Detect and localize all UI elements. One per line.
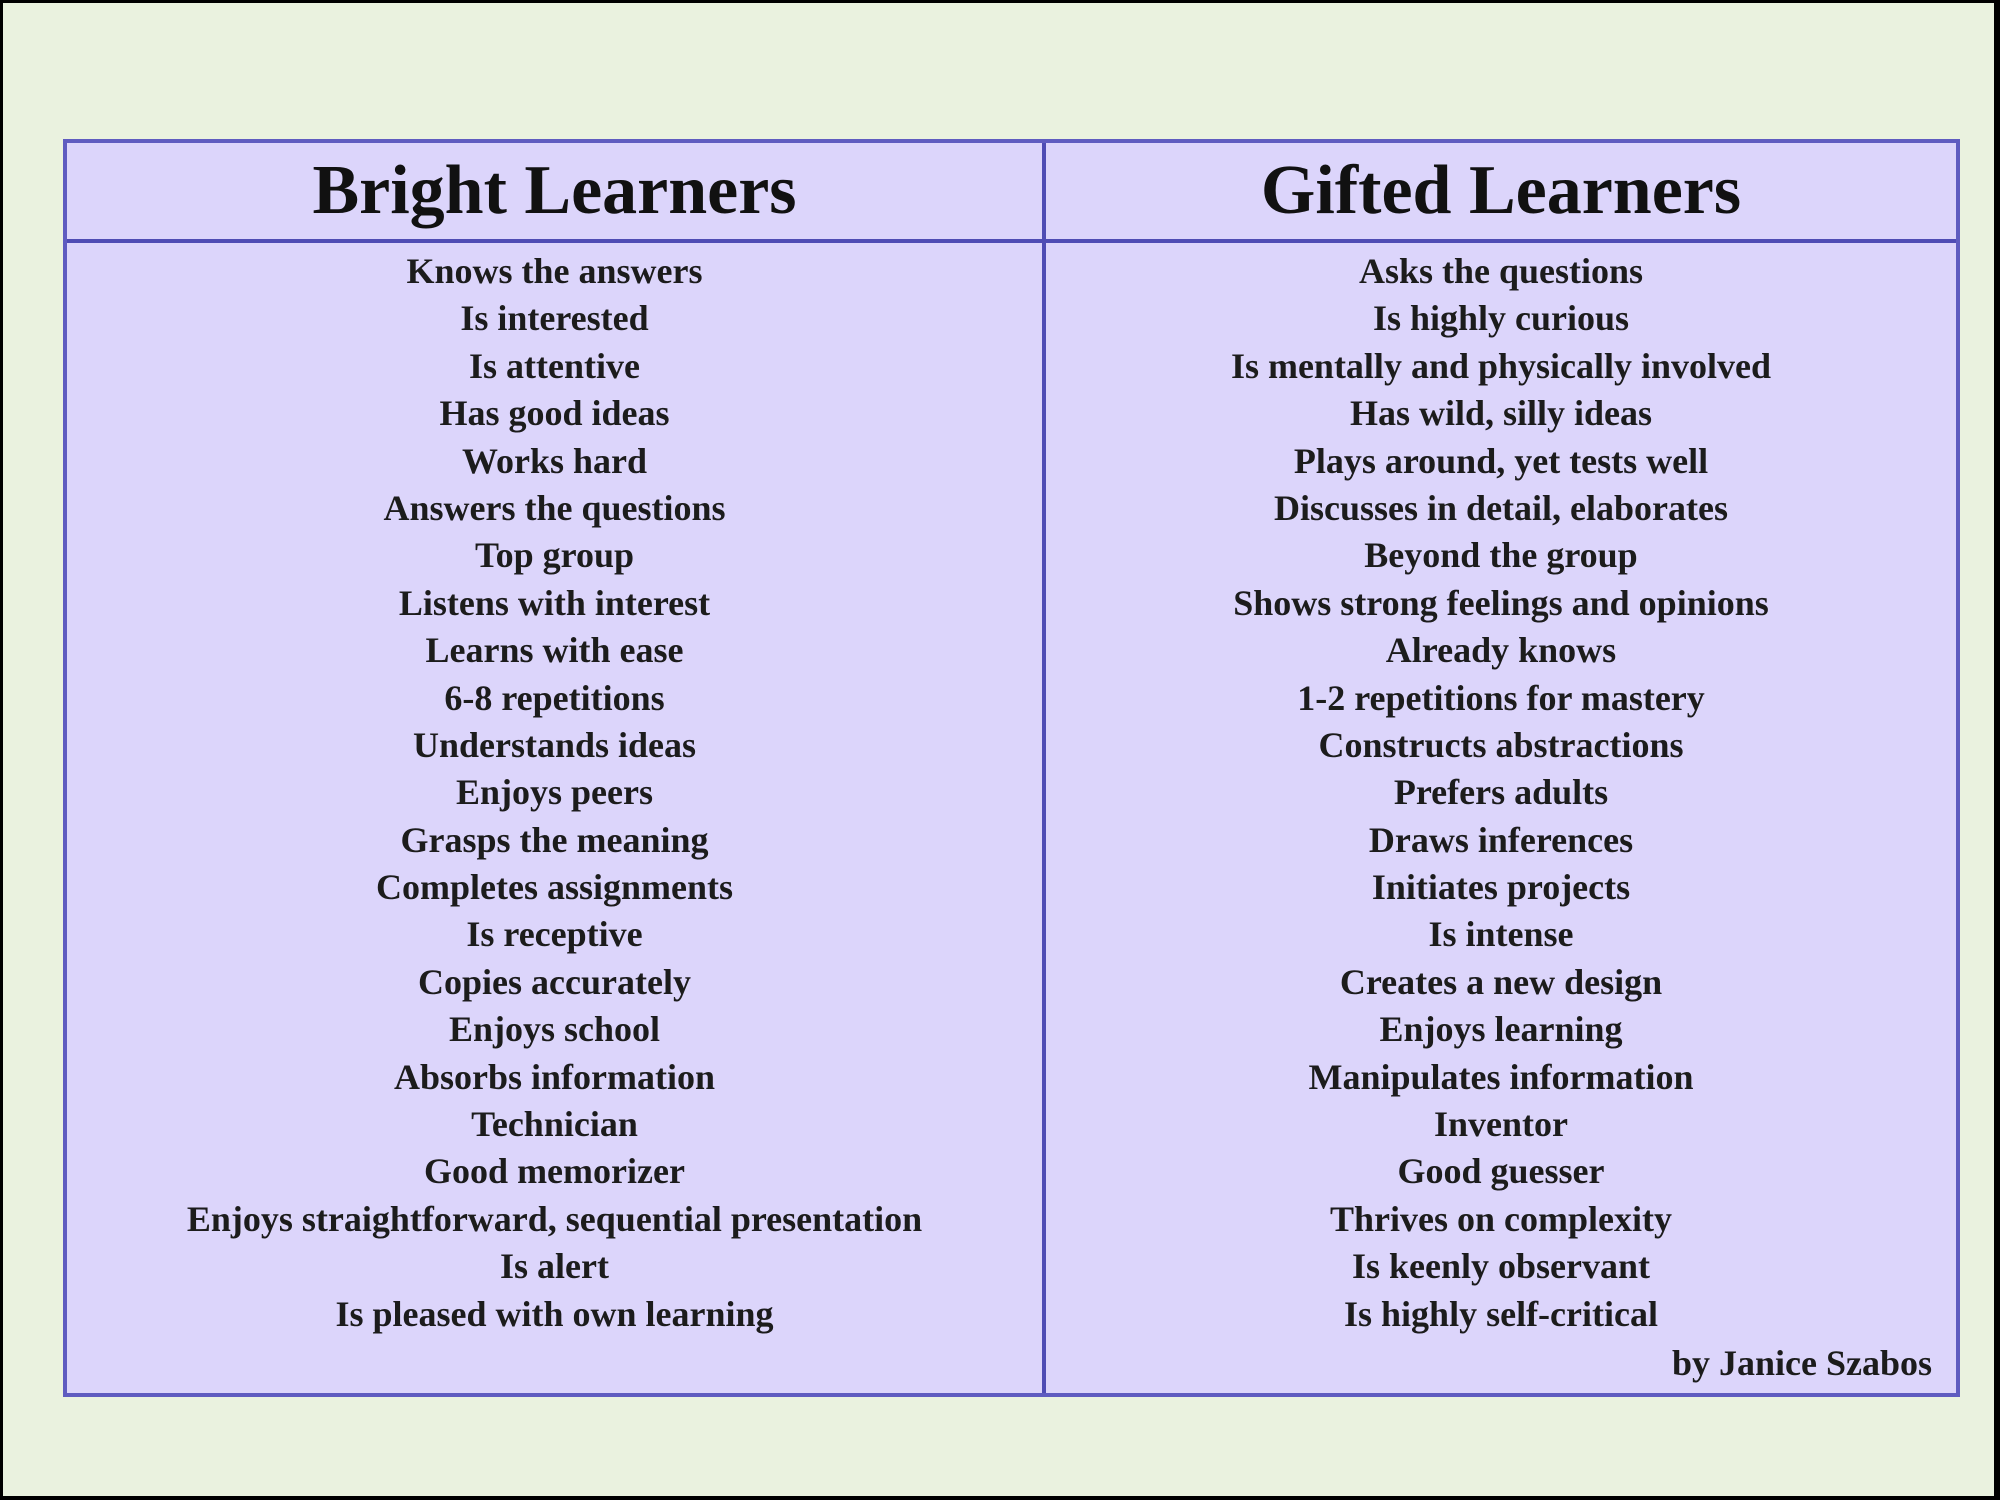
list-item: Manipulates information: [1308, 1056, 1694, 1097]
list-item: Works hard: [461, 440, 648, 481]
bright-learners-column: Bright Learners Knows the answers Is inte…: [67, 143, 1042, 1338]
list-item: Plays around, yet tests well: [1293, 440, 1709, 481]
list-item: Enjoys school: [448, 1009, 661, 1050]
list-item: Inventor: [1434, 1104, 1568, 1145]
list-item: Listens with interest: [398, 582, 711, 623]
list-item: Understands ideas: [412, 724, 697, 765]
list-item: Beyond the group: [1364, 535, 1638, 576]
list-item: Draws inferences: [1368, 819, 1634, 860]
list-item: Is intense: [1428, 914, 1574, 955]
gifted-learners-header: Gifted Learners: [1260, 152, 1742, 229]
slide: Bright Learners Knows the answers Is inte…: [3, 3, 1994, 1496]
list-item: Is keenly observant: [1351, 1246, 1651, 1287]
list-item: Technician: [471, 1104, 638, 1145]
list-item: Has good ideas: [439, 393, 670, 434]
list-item: Prefers adults: [1393, 772, 1609, 813]
list-item: Good guesser: [1397, 1151, 1605, 1192]
list-item: Answers the questions: [383, 487, 726, 528]
list-item: Top group: [474, 535, 635, 576]
bright-learners-list: Knows the answers Is interested Is attenti…: [67, 239, 1042, 1338]
gifted-learners-list: Asks the questions Is highly curious Is me…: [1046, 239, 1956, 1338]
list-item: Completes assignments: [376, 867, 733, 908]
list-item: Grasps the meaning: [400, 819, 709, 860]
column-divider: [1042, 143, 1046, 1393]
list-item: Good memorizer: [424, 1151, 685, 1192]
list-item: Initiates projects: [1371, 867, 1631, 908]
list-item: Enjoys learning: [1379, 1009, 1623, 1050]
list-item: Is attentive: [469, 345, 640, 386]
list-item: Is mentally and physically involved: [1230, 345, 1772, 386]
list-item: Learns with ease: [425, 630, 684, 671]
list-item: Already knows: [1385, 630, 1617, 671]
list-item: Discusses in detail, elaborates: [1274, 487, 1728, 528]
list-item: Has wild, silly ideas: [1349, 393, 1653, 434]
author-credit: by Janice Szabos: [1671, 1343, 1932, 1383]
list-item: Thrives on complexity: [1330, 1198, 1672, 1239]
list-item: Is highly curious: [1372, 298, 1630, 339]
list-item: Shows strong feelings and opinions: [1233, 582, 1769, 623]
list-item: Is highly self-critical: [1344, 1293, 1658, 1334]
list-item: Is alert: [500, 1246, 609, 1287]
list-item: 1-2 repetitions for mastery: [1297, 677, 1705, 718]
list-item: Constructs abstractions: [1318, 724, 1684, 765]
bright-learners-header: Bright Learners: [312, 152, 797, 229]
list-item: Knows the answers: [406, 251, 703, 291]
list-item: Enjoys peers: [456, 772, 653, 813]
header-divider: [67, 239, 1956, 243]
list-item: Asks the questions: [1358, 251, 1644, 291]
list-item: Is receptive: [466, 914, 643, 955]
list-item: Creates a new design: [1339, 961, 1663, 1002]
comparison-table: Bright Learners Knows the answers Is inte…: [63, 139, 1960, 1397]
list-item: Copies accurately: [418, 961, 691, 1002]
list-item: 6-8 repetitions: [444, 677, 665, 718]
list-item: Enjoys straightforward, sequential prese…: [186, 1198, 923, 1239]
list-item: Is interested: [460, 298, 649, 339]
list-item: Absorbs information: [393, 1056, 716, 1097]
list-item: Is pleased with own learning: [335, 1293, 774, 1334]
gifted-learners-column: Gifted Learners Asks the questions Is hig…: [1046, 143, 1956, 1338]
